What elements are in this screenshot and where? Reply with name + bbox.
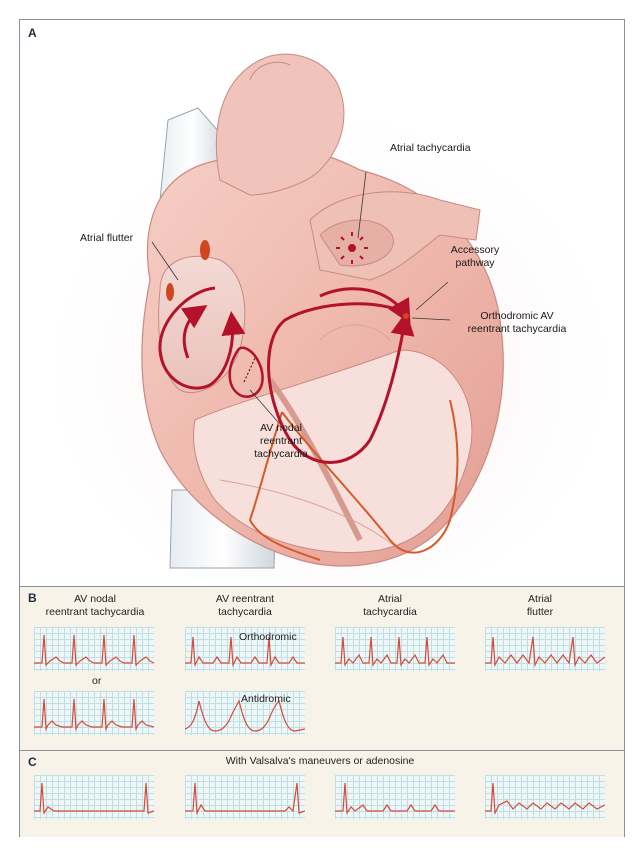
ecg-trace — [335, 782, 455, 815]
panel-b: B AV nodal reentrant tachycardia AV reen… — [20, 586, 624, 751]
ecg-strip-adenosine-atrial-tachycardia — [335, 775, 455, 819]
ecg-strip-adenosine-atrial-flutter — [485, 775, 605, 819]
left-bundle-branch — [281, 399, 459, 554]
label-antidromic: Antidromic — [241, 693, 291, 705]
panel-c: C With Valsalva's maneuvers or adenosine — [20, 750, 624, 837]
heading-atrial-flutter: Atrial flutter — [526, 593, 554, 618]
orthodromic-reentry-loop — [267, 302, 415, 464]
panel-c-title: With Valsalva's maneuvers or adenosine — [225, 755, 415, 767]
heading-av-nodal-reentrant-tachycardia: AV nodal reentrant tachycardia — [45, 593, 145, 618]
ecg-trace — [185, 782, 305, 816]
label-orthodromic: Orthodromic — [239, 631, 297, 643]
atrial-tachycardia-focus — [336, 232, 368, 264]
ecg-trace — [34, 698, 154, 732]
ecg-strip-adenosine-avrt — [185, 775, 305, 819]
right-bundle-branch — [248, 411, 321, 561]
ecg-strip-adenosine-avnrt — [34, 775, 154, 819]
ecg-strip-atrial-tachycardia — [335, 627, 455, 671]
label-orthodromic-av-reentrant-tachycardia: Orthodromic AV reentrant tachycardia — [467, 310, 567, 335]
heading-atrial-tachycardia: Atrial tachycardia — [363, 593, 417, 618]
ecg-strip-avrt-antidromic: Antidromic — [185, 691, 305, 735]
ecg-trace — [34, 782, 154, 815]
accessory-pathway-marker — [403, 313, 409, 319]
label-atrial-tachycardia: Atrial tachycardia — [390, 142, 471, 154]
panel-a-label: A — [28, 26, 37, 40]
heading-av-reentrant-tachycardia: AV reentrant tachycardia — [215, 593, 275, 618]
ecg-trace — [34, 634, 154, 667]
atrial-flutter-loop — [158, 286, 246, 390]
heart-illustration — [50, 53, 610, 586]
ecg-trace — [485, 636, 605, 668]
ecg-strip-avnrt-2 — [34, 691, 154, 735]
ecg-trace — [185, 699, 305, 732]
ecg-strip-atrial-flutter — [485, 627, 605, 671]
label-av-nodal-reentrant-tachycardia: AV nodal reentrant tachycardia — [254, 422, 308, 460]
panel-a: A — [20, 20, 624, 586]
label-atrial-flutter: Atrial flutter — [80, 232, 134, 244]
ecg-trace — [485, 782, 605, 816]
av-nodal-reentry-circuit — [228, 346, 264, 398]
ecg-trace — [335, 636, 455, 667]
label-accessory-pathway: Accessory pathway — [450, 244, 500, 269]
ecg-trace — [185, 636, 305, 668]
figure-frame: A — [19, 19, 625, 837]
sinus-node — [200, 240, 210, 260]
ventricles — [193, 349, 473, 553]
aorta — [215, 53, 345, 196]
panel-b-label: B — [28, 591, 37, 605]
ecg-strip-avrt-orthodromic: Orthodromic — [185, 627, 305, 671]
ecg-strip-avnrt-1 — [34, 627, 154, 671]
label-or: or — [92, 675, 102, 687]
panel-c-label: C — [28, 755, 37, 769]
